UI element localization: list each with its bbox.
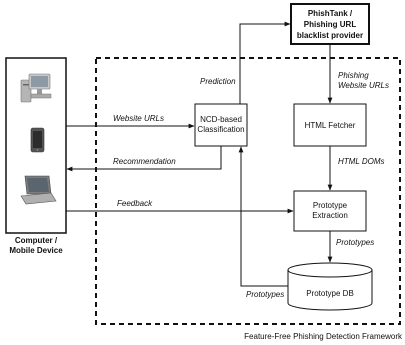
device-label-line2: Mobile Device: [9, 246, 63, 255]
phishtank-line1: PhishTank /: [308, 9, 353, 18]
ncd-line2: Classification: [197, 125, 244, 134]
laptop-icon: [20, 175, 57, 205]
edge-label-prototypes-down: Prototypes: [336, 238, 374, 247]
prototype-extraction-line2: Extraction: [312, 211, 348, 220]
mobile-phone-icon: [30, 127, 45, 153]
edge-label-prediction: Prediction: [200, 77, 236, 86]
edge-label-website-urls: Website URLs: [113, 114, 164, 123]
edge-label-phishing-line1: Phishing: [338, 71, 369, 80]
edge-prediction: [239, 21, 291, 104]
edge-label-recommendation: Recommendation: [113, 157, 176, 166]
edge-label-html-doms: HTML DOMs: [338, 157, 385, 166]
edge-recommendation: [66, 146, 222, 172]
phishtank-box: [290, 3, 370, 45]
phishtank-line3: blacklist provider: [297, 31, 363, 40]
html-fetcher-label: HTML Fetcher: [305, 121, 356, 130]
prototype-db-cylinder: [287, 262, 373, 311]
edge-label-phishing-line2: Website URLs: [338, 81, 389, 90]
framework-boundary: [95, 57, 401, 325]
device-label-line1: Computer /: [15, 236, 58, 245]
edge-label-prototypes-left: Prototypes: [246, 290, 284, 299]
prototype-extraction-line1: Prototype: [313, 201, 348, 210]
edge-label-feedback: Feedback: [117, 199, 153, 208]
framework-caption: Feature-Free Phishing Detection Framewor…: [244, 332, 403, 341]
prototype-db-label: Prototype DB: [306, 289, 354, 298]
phishtank-line2: Phishing URL: [304, 20, 357, 29]
edge-prototypes-left: [238, 146, 288, 287]
desktop-computer-icon: [20, 73, 52, 103]
ncd-line1: NCD-based: [200, 115, 242, 124]
ncd-classification-box: [194, 103, 248, 147]
